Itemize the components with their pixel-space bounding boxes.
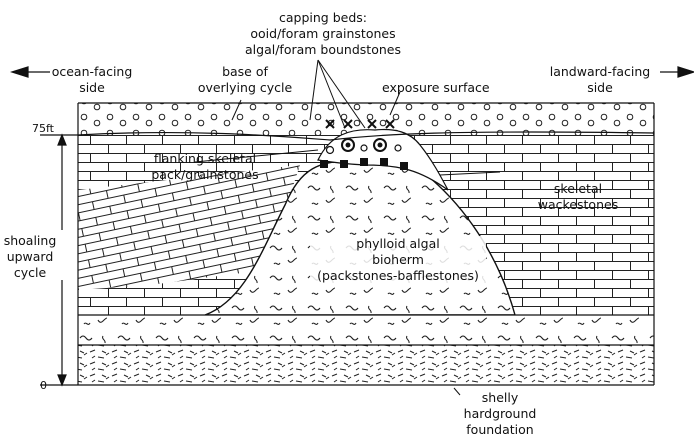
svg-text:landward-facing: landward-facing [550,64,651,79]
svg-text:base of: base of [222,64,268,79]
svg-text:ocean-facing: ocean-facing [52,64,133,79]
ocean-facing-label: ocean-facing side [52,64,133,95]
landward-facing-label: landward-facing side [550,64,651,95]
svg-text:side: side [79,80,105,95]
shoaling-label: shoaling upward cycle [2,233,56,280]
svg-text:(packstones-bafflestones): (packstones-bafflestones) [317,268,479,283]
bioherm-label: phylloid algal bioherm (packstones-baffl… [310,236,486,284]
svg-text:capping beds:: capping beds: [279,10,367,25]
svg-text:shelly: shelly [482,390,519,405]
svg-text:pack/grainstones: pack/grainstones [151,167,258,182]
flanking-label: flanking skeletal pack/grainstones [151,151,258,182]
exposure-surface-label: exposure surface [382,80,490,95]
svg-text:overlying cycle: overlying cycle [198,80,293,95]
shelly-hardground-label: shelly hardground foundation [464,390,537,437]
lower-wackestone-layer [78,315,654,345]
svg-text:algal/foram boundstones: algal/foram boundstones [245,42,401,57]
svg-text:wackestones: wackestones [538,197,618,212]
svg-text:skeletal: skeletal [554,181,602,196]
shelly-hardground-layer [78,345,654,385]
svg-text:foundation: foundation [466,422,533,437]
capping-beds-label: capping beds: ooid/foram grainstones alg… [245,10,401,57]
svg-text:side: side [587,80,613,95]
svg-text:ooid/foram grainstones: ooid/foram grainstones [250,26,395,41]
svg-text:cycle: cycle [14,265,47,280]
svg-text:upward: upward [7,249,54,264]
svg-text:flanking skeletal: flanking skeletal [154,151,256,166]
scale-top-label: 75ft [32,122,55,135]
svg-text:bioherm: bioherm [372,252,424,267]
svg-text:phylloid algal: phylloid algal [356,236,439,251]
svg-text:hardground: hardground [464,406,537,421]
base-of-cycle-label: base of overlying cycle [198,64,293,95]
svg-text:shoaling: shoaling [4,233,57,248]
scale-bottom-label: 0 [40,379,47,392]
